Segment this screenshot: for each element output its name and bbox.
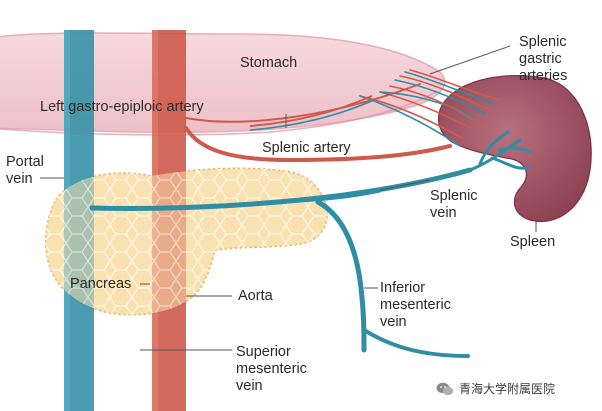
label-superior-mesenteric-vein: Superior mesenteric vein bbox=[236, 344, 307, 394]
label-splenic-artery: Splenic artery bbox=[262, 140, 351, 156]
splenic-artery-vessel bbox=[184, 83, 452, 163]
wechat-icon bbox=[436, 382, 454, 395]
label-spleen: Spleen bbox=[510, 234, 556, 250]
watermark: 青海大学附属医院 bbox=[436, 380, 555, 397]
label-stomach: Stomach bbox=[240, 55, 298, 71]
splenic-gastric-arteries-fan bbox=[359, 69, 501, 147]
left-gastro-epiploic-artery-vessel bbox=[249, 95, 373, 127]
label-left-gastro-epiploic-artery: Left gastro-epiploic artery bbox=[40, 99, 204, 115]
splenic-vein-branches bbox=[468, 130, 532, 172]
label-aorta: Aorta bbox=[238, 288, 273, 304]
label-portal-vein: Portal vein bbox=[6, 154, 44, 187]
leader-lines bbox=[40, 45, 537, 351]
label-splenic-vein: Splenic vein bbox=[430, 188, 478, 221]
watermark-text: 青海大学附属医院 bbox=[459, 382, 556, 396]
label-splenic-gastric-arteries: Splenic gastric arteries bbox=[519, 34, 568, 84]
label-pancreas: Pancreas bbox=[70, 276, 132, 292]
label-inferior-mesenteric-vein: Inferior mesenteric vein bbox=[380, 280, 451, 330]
